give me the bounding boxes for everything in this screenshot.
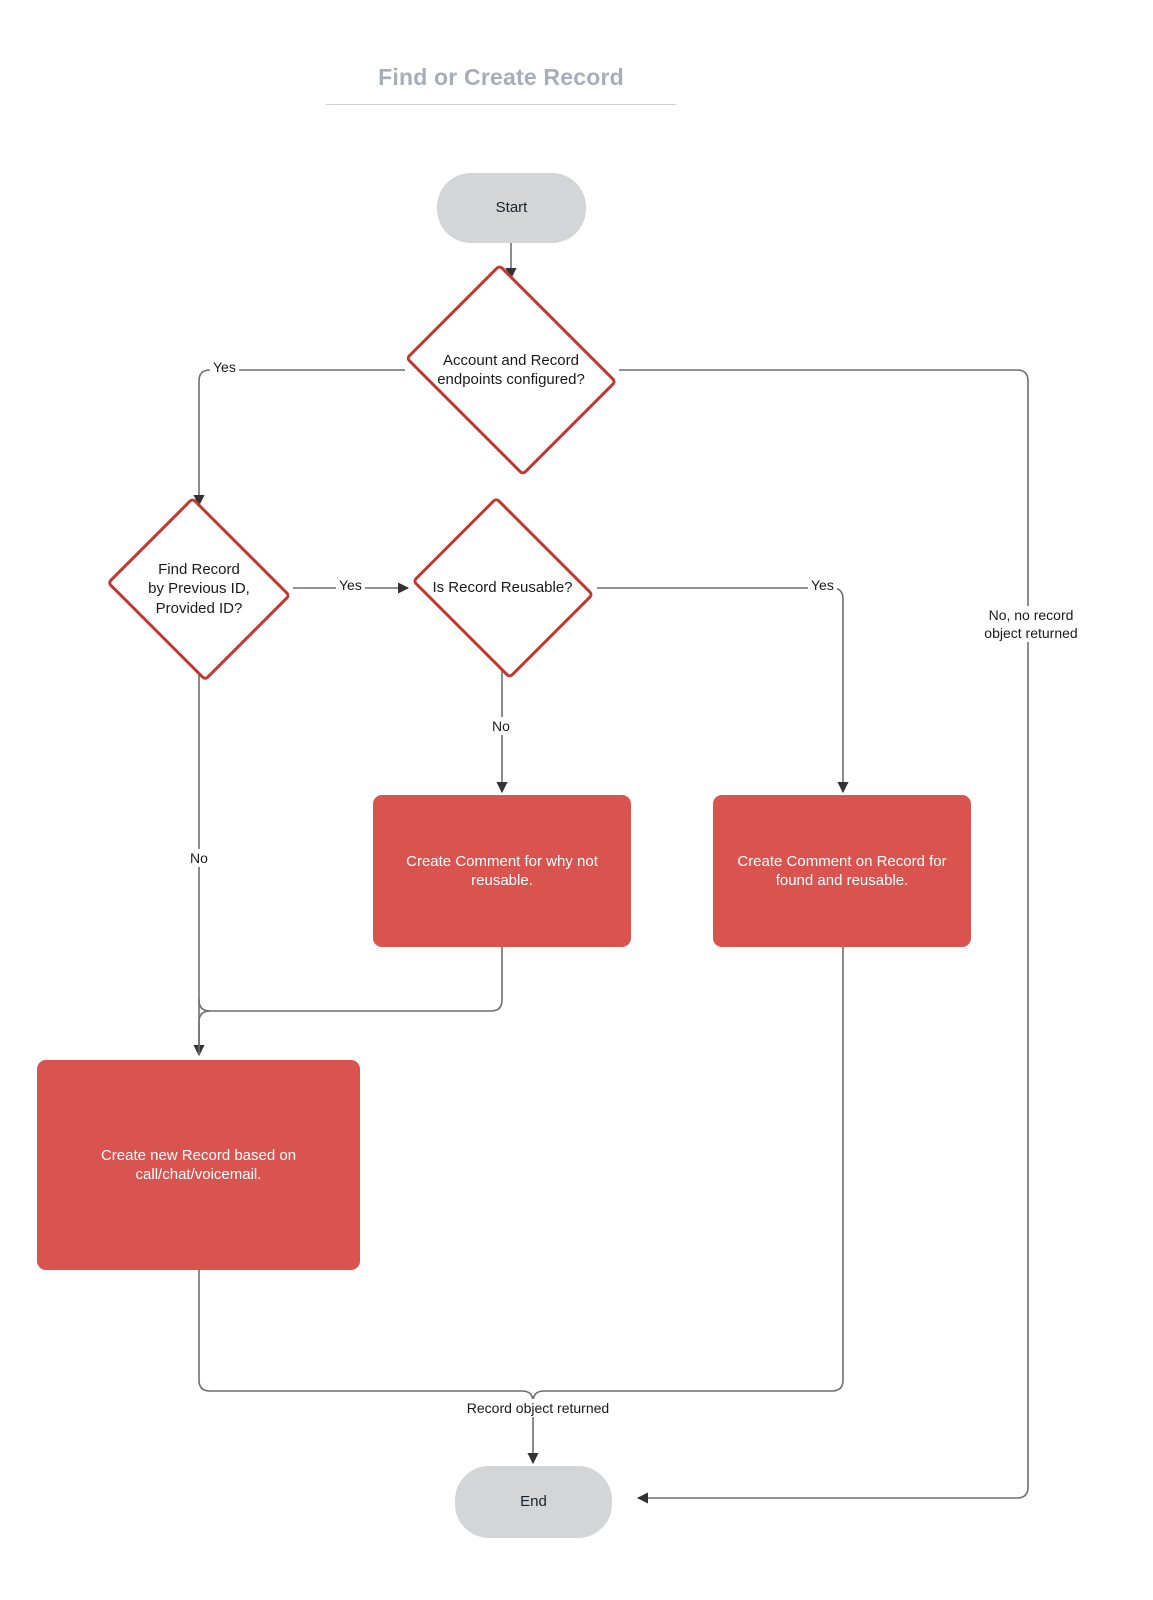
edge-label-endpoints-yes: Yes (210, 358, 239, 377)
node-process-comment-found-reusable-label: Create Comment on Record for found and r… (737, 852, 947, 889)
node-decision-reusable-label: Is Record Reusable? (432, 579, 573, 597)
node-start-label: Start (495, 199, 528, 217)
edge-reusable-yes (597, 587, 849, 794)
node-process-create-new-record[interactable]: Create new Record based on call/chat/voi… (37, 1060, 360, 1270)
node-decision-endpoints[interactable]: Account and Record endpoints configured? (393, 263, 629, 477)
node-decision-endpoints-label: Account and Record endpoints configured? (437, 351, 585, 388)
title-divider (326, 104, 676, 105)
node-process-comment-found-reusable[interactable]: Create Comment on Record for found and r… (713, 795, 971, 947)
node-process-comment-not-reusable-label: Create Comment for why not reusable. (406, 852, 598, 889)
node-decision-reusable[interactable]: Is Record Reusable? (404, 496, 601, 680)
node-start[interactable]: Start (437, 173, 586, 243)
page-title: Find or Create Record (378, 64, 624, 90)
node-end[interactable]: End (455, 1466, 612, 1538)
edge-endpoints-yes (193, 369, 405, 507)
edge-createnew-to-merge (198, 1269, 534, 1403)
node-decision-find-record[interactable]: Find Record by Previous ID, Provided ID? (100, 496, 298, 682)
edge-label-record-object-returned: Record object returned (447, 1399, 629, 1418)
node-decision-find-record-label: Find Record by Previous ID, Provided ID? (148, 561, 250, 617)
edge-label-find-record-no: No (187, 849, 211, 868)
edge-notreusable-to-createnew (198, 946, 503, 1055)
edge-label-endpoints-no: No, no record object returned (963, 606, 1099, 643)
edge-label-find-record-yes: Yes (336, 576, 365, 595)
edge-findrecord-no (198, 671, 211, 1012)
node-process-comment-not-reusable[interactable]: Create Comment for why not reusable. (373, 795, 631, 947)
node-end-label: End (520, 1493, 547, 1511)
edge-label-reusable-no: No (489, 717, 513, 736)
edge-commentrecord-to-merge (532, 946, 844, 1403)
edge-label-reusable-yes: Yes (808, 576, 837, 595)
node-process-create-new-record-label: Create new Record based on call/chat/voi… (100, 1146, 297, 1183)
